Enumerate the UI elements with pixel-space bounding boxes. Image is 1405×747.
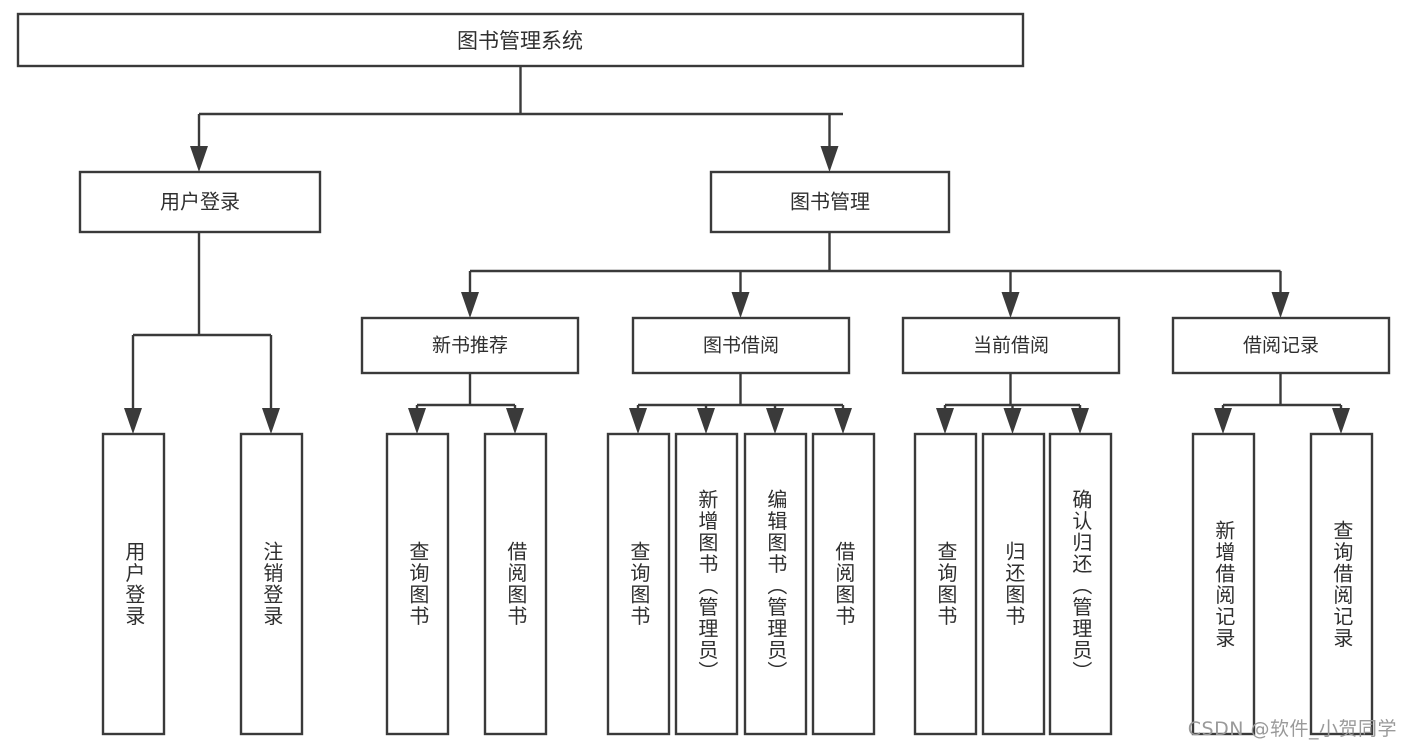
leaf-label-cb-query-book: 查询图书 (933, 541, 958, 627)
node-borrow-record-label: 借阅记录 (1243, 335, 1319, 357)
node-new-book-recommend-label: 新书推荐 (432, 335, 508, 357)
leaf-rect-bb-edit-book[interactable] (743, 432, 808, 736)
arrowhead-cb-leaf2 (1003, 408, 1022, 434)
csdn-watermark: CSDN @软件_小贺同学 (1187, 718, 1397, 740)
node-borrow-record-rect[interactable] (1171, 316, 1391, 375)
leaf-rect-bb-add-book[interactable] (674, 432, 739, 736)
node-book-borrow-rect[interactable] (631, 316, 851, 375)
node-new-book-recommend-rect[interactable] (360, 316, 580, 375)
leaf-rect-cb-confirm-return[interactable] (1048, 432, 1113, 736)
arrowhead-current-borrow (1001, 292, 1020, 318)
leaf-label-br-add-record: 新增借阅记录 (1211, 519, 1236, 649)
leaf-rect-cb-return-book[interactable] (981, 432, 1046, 736)
leaf-label-br-query-record: 查询借阅记录 (1329, 519, 1354, 649)
node-user-login-label: 用户登录 (160, 190, 240, 214)
leaf-rect-logout[interactable] (239, 432, 304, 736)
arrowhead-user-login (190, 146, 208, 172)
leaf-label-nbr-query-book: 查询图书 (405, 541, 430, 627)
arrowhead-bb-leaf3 (766, 408, 784, 434)
arrowhead-leaf-logout (262, 408, 280, 434)
connector-layer (124, 66, 1350, 434)
arrowhead-borrow-record (1271, 292, 1290, 318)
leaf-label-bb-add-book: 新增图书（管理员） (694, 489, 719, 683)
node-book-borrow[interactable]: 图书借阅 (631, 316, 851, 375)
arrowhead-leaf-user-login (124, 408, 142, 434)
node-current-borrow[interactable]: 当前借阅 (901, 316, 1121, 375)
arrowhead-book-borrow (731, 292, 750, 318)
node-borrow-record[interactable]: 借阅记录 (1171, 316, 1391, 375)
leaf-label-cb-confirm-return: 确认归还（管理员） (1068, 489, 1093, 683)
node-layer: 图书管理系统 用户登录 图书管理 新书推荐 图书借阅 当前借阅 借阅记录 (16, 12, 1391, 736)
arrowhead-cb-leaf3 (1071, 408, 1089, 434)
leaf-rect-bb-borrow-book[interactable] (811, 432, 876, 736)
arrowhead-bb-leaf2 (697, 408, 715, 434)
leaf-label-cb-return-book: 归还图书 (1001, 541, 1026, 627)
leaf-label-logout: 注销登录 (259, 541, 284, 627)
node-current-borrow-label: 当前借阅 (973, 335, 1049, 357)
arrowhead-br-leaf1 (1214, 408, 1232, 434)
node-root[interactable]: 图书管理系统 (16, 12, 1025, 68)
leaf-rect-cb-query-book[interactable] (913, 432, 978, 736)
leaf-rect-user-login[interactable] (101, 432, 166, 736)
arrowhead-br-leaf2 (1332, 408, 1350, 434)
node-book-manage-rect[interactable] (709, 170, 951, 234)
leaf-rect-br-query-record[interactable] (1309, 432, 1374, 736)
node-root-rect[interactable] (16, 12, 1025, 68)
leaf-label-user-login: 用户登录 (121, 541, 146, 627)
node-current-borrow-rect[interactable] (901, 316, 1121, 375)
node-user-login[interactable]: 用户登录 (78, 170, 322, 234)
arrowhead-bb-leaf1 (629, 408, 647, 434)
node-book-manage-label: 图书管理 (790, 190, 870, 214)
arrowhead-book-manage (820, 146, 839, 172)
arrowhead-nbr-leaf2 (506, 408, 524, 434)
node-user-login-rect[interactable] (78, 170, 322, 234)
node-book-borrow-label: 图书借阅 (703, 335, 779, 357)
leaf-label-bb-edit-book: 编辑图书（管理员） (763, 489, 788, 683)
node-new-book-recommend[interactable]: 新书推荐 (360, 316, 580, 375)
arrowhead-cb-leaf1 (936, 408, 954, 434)
leaf-rect-br-add-record[interactable] (1191, 432, 1256, 736)
node-root-label: 图书管理系统 (457, 29, 583, 53)
leaf-label-bb-query-book: 查询图书 (626, 541, 651, 627)
arrowhead-bb-leaf4 (834, 408, 852, 434)
leaf-rect-bb-query-book[interactable] (606, 432, 671, 736)
leaf-label-bb-borrow-book: 借阅图书 (831, 541, 856, 627)
leaf-label-layer: 用户登录 注销登录 查询图书 借阅图书 查询图书 新增图书（管理员） 编辑图书（… (121, 489, 1354, 683)
leaf-rect-nbr-borrow-book[interactable] (483, 432, 548, 736)
arrowhead-nbr-leaf1 (408, 408, 426, 434)
arrowhead-new-book-recommend (461, 292, 479, 318)
leaf-label-nbr-borrow-book: 借阅图书 (503, 541, 528, 627)
node-book-manage[interactable]: 图书管理 (709, 170, 951, 234)
leaf-rect-nbr-query-book[interactable] (385, 432, 450, 736)
